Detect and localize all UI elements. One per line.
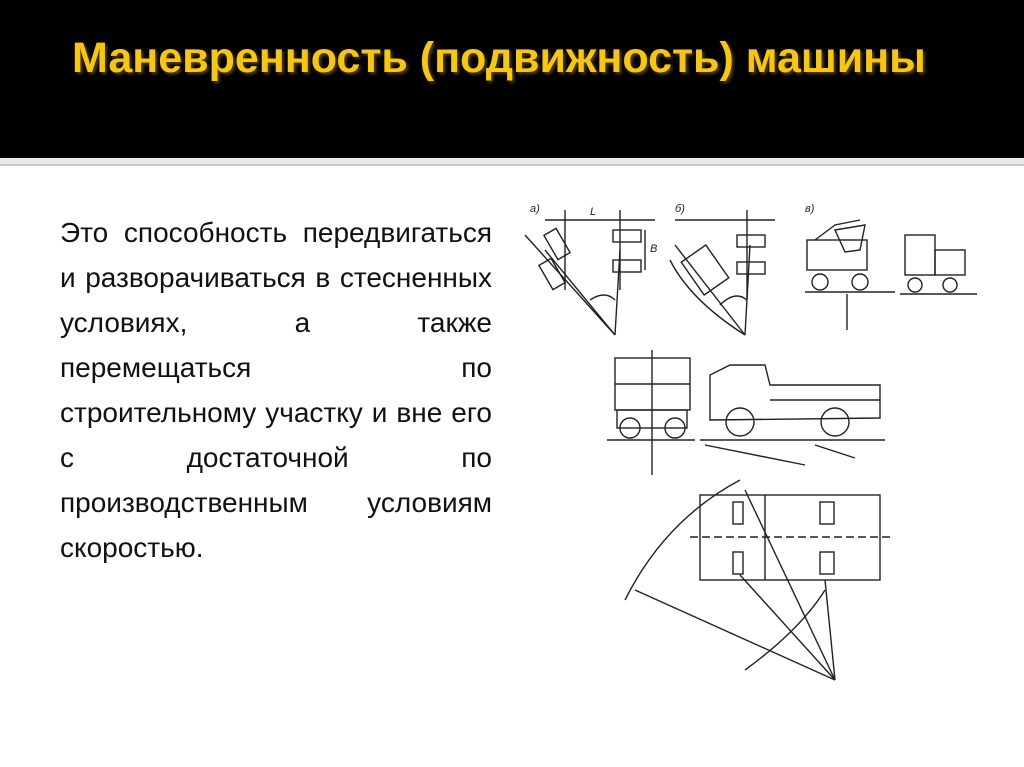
title-bar: Маневренность (подвижность) машины (0, 0, 1024, 160)
divider-line (0, 158, 1024, 164)
divider-shadow (0, 164, 1024, 166)
panel-c-diagram (805, 219, 977, 330)
panel-b-diagram (669, 210, 775, 336)
truck-side-view (700, 364, 885, 466)
body-paragraph: Это способность передвигаться и разворач… (60, 217, 492, 563)
truck-front-view (607, 350, 695, 475)
dimension-L-label: L (590, 206, 596, 218)
dimension-B-label: B (650, 243, 657, 255)
plan-view-turning (624, 479, 890, 681)
panel-c-label: в) (805, 203, 815, 215)
panel-b-label: б) (675, 203, 685, 215)
maneuverability-diagram: a) б) в) L B (524, 203, 977, 681)
panel-a-label: a) (530, 203, 540, 215)
slide-title: Маневренность (подвижность) машины (72, 34, 926, 82)
panel-a-diagram (524, 210, 655, 336)
